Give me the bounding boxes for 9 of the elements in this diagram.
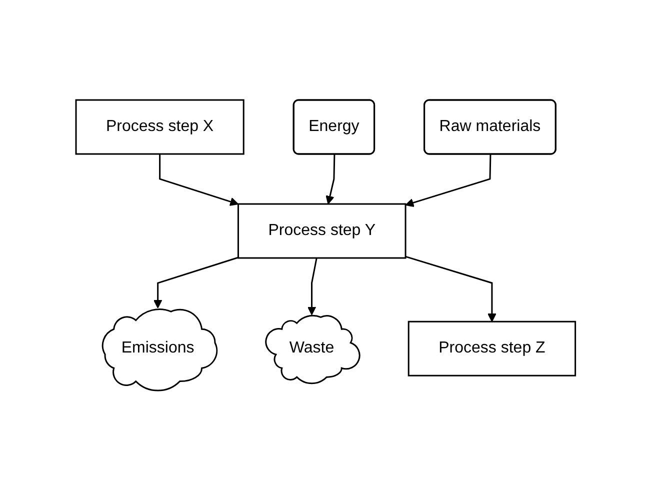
arrow — [159, 154, 239, 206]
node-box: Process step Y — [238, 202, 407, 258]
arrow — [308, 258, 318, 315]
arrow — [154, 256, 239, 308]
arrow — [406, 256, 497, 322]
arrow — [405, 154, 492, 207]
node-box: Process step Z — [408, 320, 576, 376]
node-box: Process step X — [76, 98, 245, 154]
arrow — [326, 154, 336, 204]
